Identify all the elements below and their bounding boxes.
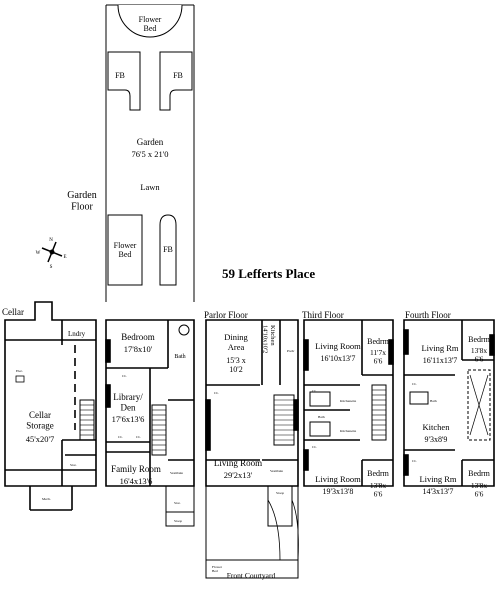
garden-small-label-4: Vestibule <box>170 471 183 475</box>
fb-bottom-label: FB <box>163 245 173 254</box>
third-living-bottom-label: Living Room <box>315 474 361 484</box>
garden-label: Garden <box>137 137 164 147</box>
fourth-living-bottom-label: Living Rm <box>419 474 456 484</box>
parlor-small-label-4: Stoop <box>276 491 284 495</box>
fourth-small-label-2: CL <box>412 382 416 386</box>
parlor-small-label-1: Pwdr <box>287 349 295 353</box>
third-living-top-dims: 16'10x13'7 <box>321 354 356 363</box>
third-living-bottom-dims: 19'3x13'8 <box>323 487 354 496</box>
garden-small-label-3: CL <box>136 435 140 439</box>
bedroom-label: Bedroom <box>121 332 155 342</box>
fb-left-label: FB <box>115 71 125 80</box>
family-room-dims: 16'4x13'6 <box>120 476 153 486</box>
cellar-walls <box>4 301 97 511</box>
third-small-label-5: CL <box>312 445 316 449</box>
living-room-dims: 29'2x13' <box>224 470 253 480</box>
third-living-top-label: Living Room <box>315 341 361 351</box>
third-small-label-2: Kitchenette <box>340 429 357 433</box>
garden-outline <box>105 4 195 302</box>
cellar-small-label-3: Mech. <box>42 497 51 501</box>
fourth-small-label-1: Bath <box>430 399 437 403</box>
cellar-storage-dims: 45'x20'7 <box>26 434 55 444</box>
garden-small-label-6: Stoop <box>174 519 182 523</box>
front-courtyard-label: Front Courtyard <box>227 571 276 580</box>
library-label: Library/Den <box>113 392 143 412</box>
compass-n-label: N <box>49 238 53 243</box>
lawn-label: Lawn <box>140 182 160 192</box>
fb-right-label: FB <box>173 71 183 80</box>
fourth-floor-label: Fourth Floor <box>405 310 451 320</box>
third-floor-walls <box>303 319 394 487</box>
fourth-small-label-3: CL <box>412 459 416 463</box>
living-room-label: Living Room <box>214 458 262 468</box>
parlor-small-label-3: Vestibule <box>270 469 283 473</box>
laundry-label: Lndry <box>68 330 86 338</box>
cellar-small-label-2: Stor. <box>70 463 77 467</box>
bedroom-dims: 17'8x10' <box>124 344 153 354</box>
library-dims: 17'6x13'6 <box>112 414 145 424</box>
third-small-label-3: Bath <box>318 415 325 419</box>
fourth-kitchen-label: Kitchen <box>423 422 451 432</box>
cellar-small-label-1: Elec. <box>16 369 23 373</box>
garden-small-label-5: Stor. <box>174 501 181 505</box>
fourth-living-top-dims: 16'11x13'7 <box>423 356 458 365</box>
property-title: 59 Lefferts Place <box>222 266 315 281</box>
third-small-label-4: CL <box>312 389 316 393</box>
fourth-living-top-label: Living Rm <box>421 343 458 353</box>
garden-dims: 76'5 x 21'0 <box>131 149 168 159</box>
parlor-small-label-2: CL <box>214 391 218 395</box>
bath-label: Bath <box>174 354 185 360</box>
compass-w-label: W <box>36 251 41 256</box>
fourth-bedrm-bottom-label: Bedrm <box>468 469 491 478</box>
garden-small-label-2: CL <box>118 435 122 439</box>
garden-small-label-1: CL <box>122 374 126 378</box>
kitchen-label: Kitchen14'10x10'2 <box>262 325 276 353</box>
third-floor-label: Third Floor <box>302 310 344 320</box>
parlor-walls <box>205 319 299 579</box>
compass-rose-icon <box>41 241 63 263</box>
parlor-floor-label: Parlor Floor <box>204 310 248 320</box>
fourth-kitchen-dims: 9'3x8'9 <box>425 435 448 444</box>
fourth-living-bottom-dims: 14'3x13'7 <box>423 487 454 496</box>
compass-s-label: S <box>50 265 53 270</box>
family-room-label: Family Room <box>111 464 161 474</box>
garden-level-walls <box>105 319 195 527</box>
fourth-bedrm-top-label: Bedrm <box>468 335 491 344</box>
third-bedrm-top-label: Bedrm <box>367 337 390 346</box>
third-bedrm-bottom-label: Bedrm <box>367 469 390 478</box>
cellar-label: Cellar <box>2 307 24 317</box>
fourth-floor-walls <box>403 319 495 487</box>
third-small-label-1: Kitchenette <box>340 399 357 403</box>
compass-e-label: E <box>63 255 66 260</box>
